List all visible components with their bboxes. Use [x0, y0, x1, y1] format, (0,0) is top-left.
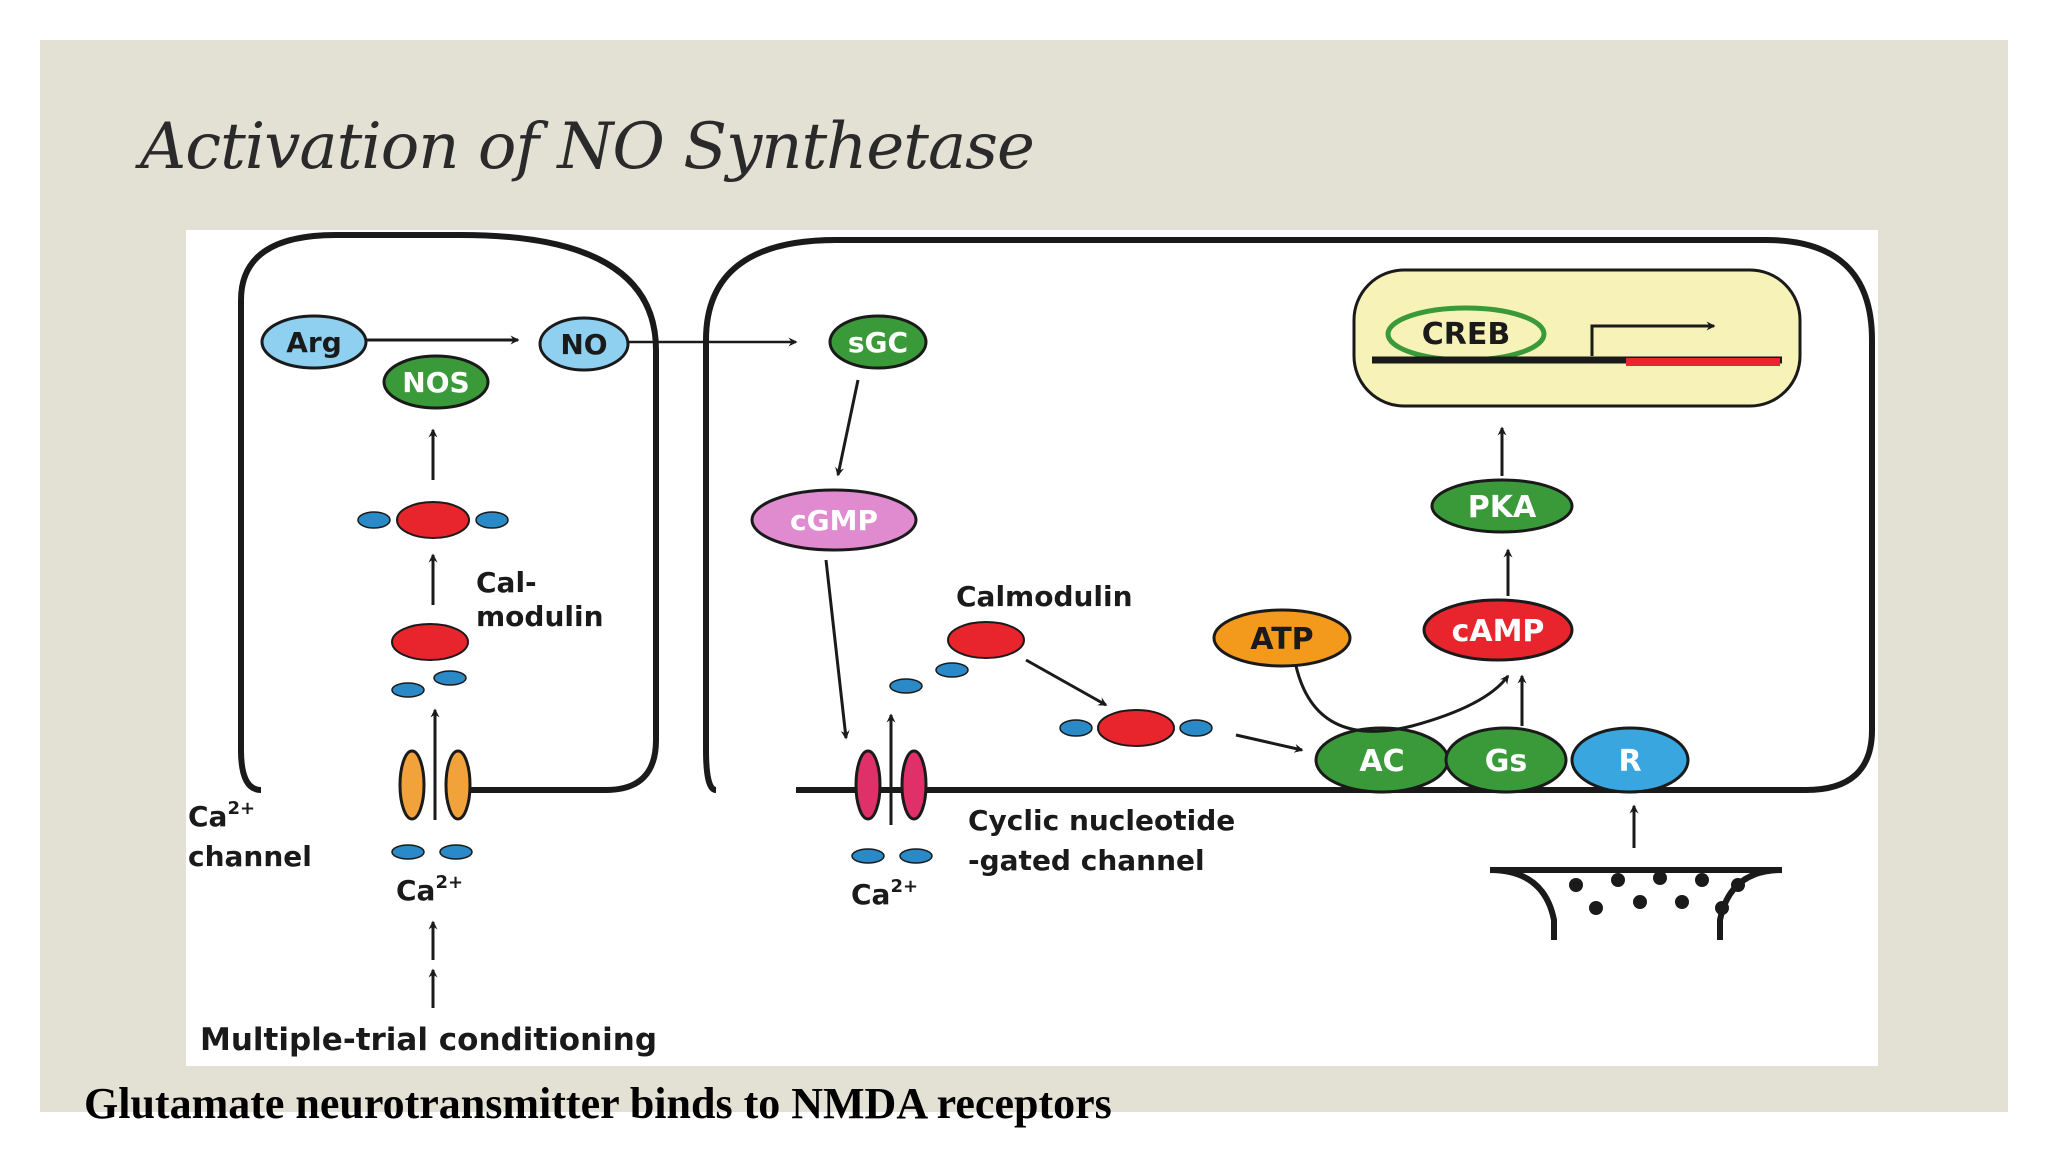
camp-node: cAMP — [1422, 598, 1574, 662]
atp-node: ATP — [1212, 608, 1352, 668]
cgmp-label: cGMP — [790, 504, 878, 537]
atp-label: ATP — [1250, 622, 1313, 657]
calcium-ion — [851, 848, 885, 864]
calmodulin-label-right: Calmodulin — [956, 580, 1133, 613]
calmodulin-label-left-2: modulin — [476, 600, 604, 633]
left-cell-membrane — [238, 232, 659, 793]
pka-node: PKA — [1430, 478, 1574, 534]
calmodulin-complex-left — [357, 501, 509, 539]
transcription-start-arrow — [1590, 321, 1716, 356]
neurotransmitter-vesicles — [1569, 871, 1745, 915]
r-label: R — [1618, 744, 1641, 779]
calmodulin-label-left-1: Cal- — [476, 566, 537, 599]
right-cell-membrane — [703, 237, 1875, 793]
cng-label-2: -gated channel — [968, 844, 1205, 877]
nucleus-box — [1352, 268, 1802, 408]
cng-label-1: Cyclic nucleotide — [968, 804, 1235, 837]
atp-to-camp-arrow — [1294, 665, 1510, 733]
ca-channel-label-1: Ca2+ — [188, 798, 255, 833]
multiple-trial-label: Multiple-trial conditioning — [200, 1022, 657, 1058]
pka-label: PKA — [1468, 490, 1537, 525]
nos-label: NOS — [402, 366, 469, 399]
calcium-ion — [391, 844, 425, 860]
gs-label: Gs — [1485, 744, 1527, 779]
ac-label: AC — [1359, 744, 1404, 779]
slide-caption: Glutamate neurotransmitter binds to NMDA… — [84, 1079, 1112, 1128]
cng-channel — [854, 749, 928, 821]
signaling-diagram: Arg NO NOS Cal- modulin — [188, 232, 1875, 1058]
no-label: NO — [560, 328, 607, 361]
ac-node: AC — [1314, 726, 1450, 794]
ca-label-right: Ca2+ — [851, 876, 918, 911]
calcium-ion — [433, 670, 467, 686]
calmodulin-binding-arrow — [1025, 658, 1108, 707]
arg-label: Arg — [286, 326, 342, 359]
sgc-label: sGC — [848, 326, 908, 359]
calcium-ion — [889, 678, 923, 694]
gs-node: Gs — [1444, 726, 1568, 794]
calmodulin-right — [947, 621, 1025, 659]
r-node: R — [1570, 726, 1690, 794]
calmodulin-left — [391, 623, 469, 661]
ca-channel-label-2: channel — [188, 840, 312, 873]
calcium-ion — [391, 682, 425, 698]
diagram-panel: Arg NO NOS Cal- modulin — [186, 230, 1878, 1066]
calcium-ion — [935, 662, 969, 678]
nos-node: NOS — [382, 354, 490, 410]
calcium-ion — [899, 848, 933, 864]
no-node: NO — [538, 316, 630, 372]
calmodulin-to-ac-arrow — [1235, 733, 1304, 753]
arg-node: Arg — [260, 314, 368, 370]
slide-title: Activation of NO Synthetase — [140, 110, 1035, 184]
sgc-to-cgmp-arrow — [835, 379, 860, 477]
sgc-node: sGC — [828, 314, 928, 370]
creb-label: CREB — [1422, 317, 1510, 352]
presynaptic-terminal — [1489, 867, 1783, 940]
slide-background: Activation of NO Synthetase Arg NO — [40, 40, 2008, 1128]
ca-channel-left — [398, 749, 472, 821]
calcium-ion — [439, 844, 473, 860]
camp-label: cAMP — [1452, 614, 1545, 649]
calmodulin-complex-right — [1059, 709, 1213, 747]
cgmp-node: cGMP — [750, 488, 918, 552]
cgmp-to-channel-arrow — [824, 559, 850, 740]
ca-label-left: Ca2+ — [396, 872, 463, 907]
creb-node: CREB — [1385, 305, 1547, 363]
